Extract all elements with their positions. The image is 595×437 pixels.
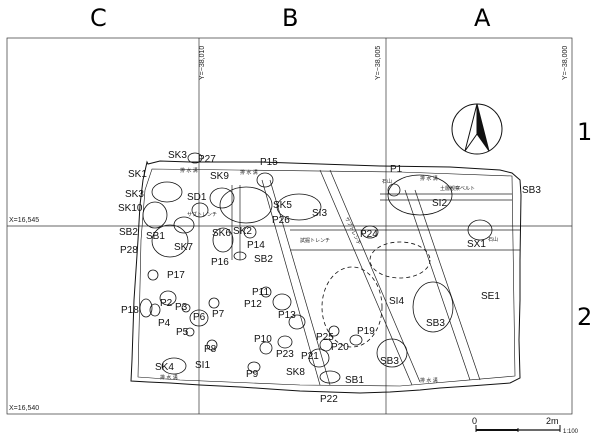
grid-lines	[6, 37, 573, 415]
scale-zero: 0	[472, 416, 477, 426]
label-sk6: SK6	[212, 228, 231, 239]
label-si4: SI4	[389, 296, 404, 307]
label-p4: P4	[158, 318, 171, 329]
row-label-2: 2	[577, 303, 592, 331]
label-sk7: SK7	[174, 242, 193, 253]
annotation-soil-belt: 土層観察ベルト	[440, 185, 475, 192]
scale-bar: 0 2m 1:100	[472, 416, 579, 435]
excavation-area	[130, 160, 522, 394]
y-coord-left: Y=−38,010	[199, 46, 206, 80]
label-p9: P9	[246, 369, 259, 380]
label-p1: P1	[390, 164, 403, 175]
label-p7: P7	[212, 309, 225, 320]
scale-end: 2m	[546, 416, 559, 426]
annotation-rock-pile: 石山	[382, 178, 392, 185]
label-p2: P2	[160, 298, 173, 309]
annotation-subtrench: サブトレンチ	[187, 211, 217, 218]
x-coord-upper: X=16,545	[9, 217, 39, 224]
label-se1: SE1	[481, 291, 500, 302]
label-p16: P16	[211, 257, 229, 268]
label-sk1: SK1	[128, 169, 147, 180]
label-sb2-mid: SB2	[254, 254, 273, 265]
label-p21: P21	[301, 351, 319, 362]
label-p20: P20	[331, 342, 349, 353]
label-si3: SI3	[312, 208, 327, 219]
x-coord-lower: X=16,540	[9, 405, 39, 412]
label-sk2: SK2	[233, 226, 252, 237]
annotation-rock-pile-2: 石山	[488, 236, 498, 243]
label-p3: P3	[175, 302, 188, 313]
column-label-b: B	[282, 4, 298, 32]
label-p25: P25	[316, 332, 334, 343]
label-sb3-bottom: SB3	[380, 356, 399, 367]
row-label-1: 1	[577, 118, 592, 146]
label-sb3-mid: SB3	[426, 318, 445, 329]
annotation-drain-top: 排 水 溝	[180, 167, 198, 174]
label-p26: P26	[272, 215, 290, 226]
trenches	[231, 169, 520, 386]
label-p11: P11	[252, 287, 269, 298]
scale-ratio: 1:100	[563, 429, 579, 435]
label-p17: P17	[167, 270, 185, 281]
label-p24: P24	[360, 229, 378, 240]
label-sk10: SK10	[118, 203, 143, 214]
label-sb1-bottom: SB1	[345, 375, 364, 386]
label-p27: P27	[198, 154, 216, 165]
label-p10: P10	[254, 334, 272, 345]
label-p19: P19	[357, 326, 375, 337]
label-p12: P12	[244, 299, 262, 310]
label-sk5: SK5	[273, 200, 292, 211]
label-p13: P13	[278, 310, 296, 321]
feature-shapes	[139, 152, 493, 384]
label-sk9: SK9	[210, 171, 229, 182]
column-label-a: A	[474, 4, 491, 32]
label-p6: P6	[193, 312, 206, 323]
label-p28: P28	[120, 245, 138, 256]
annotation-drain-mid: 排 水 溝	[240, 169, 258, 176]
label-sd1: SD1	[187, 192, 207, 203]
y-coord-mid: Y=−38,005	[375, 46, 382, 80]
label-sk3-top: SK3	[168, 150, 187, 161]
label-p14: P14	[247, 240, 265, 251]
label-sb2-left: SB2	[119, 227, 138, 238]
label-sb3-right: SB3	[522, 185, 541, 196]
feature-labels: SK3 P27 P15 SK1 SK9 SK3 SD1 SK10 SK5 P26…	[118, 150, 541, 405]
label-p23: P23	[276, 349, 294, 360]
north-arrow-icon	[451, 103, 503, 155]
annotation-drain-bottom: 排 水 溝	[160, 374, 178, 381]
annotation-drain-right-top: 排 水 溝	[420, 175, 438, 182]
label-sk4: SK4	[155, 362, 174, 373]
label-p5: P5	[176, 327, 189, 338]
label-p15: P15	[260, 157, 278, 168]
label-p8: P8	[204, 344, 217, 355]
annotation-drain-right-bottom: 排 水 溝	[420, 377, 438, 384]
y-coord-right: Y=−38,000	[562, 46, 569, 80]
label-sk8: SK8	[286, 367, 305, 378]
label-si2: SI2	[432, 198, 447, 209]
label-p22: P22	[320, 394, 338, 405]
label-si1: SI1	[195, 360, 210, 371]
label-sk3-left: SK3	[125, 189, 144, 200]
label-p18: P18	[121, 305, 139, 316]
label-sx1: SX1	[467, 239, 486, 250]
column-label-c: C	[90, 4, 107, 32]
annotation-test-trench: 試掘トレンチ	[300, 237, 330, 244]
label-sb1-left: SB1	[146, 231, 165, 242]
